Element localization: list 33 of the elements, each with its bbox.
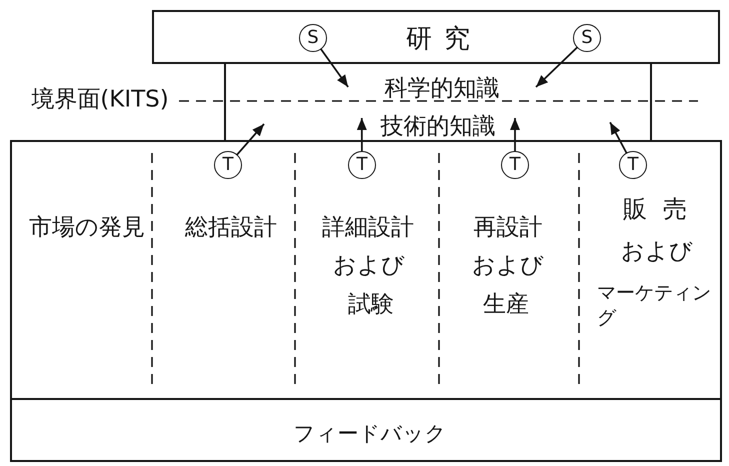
arrow [236,123,265,156]
letter-circle: T [348,151,376,179]
stage-label: 試験 [348,294,394,316]
process-box [152,10,720,64]
arrow [320,48,349,88]
process-box [10,398,722,462]
arrow [535,46,578,88]
node-label: フィードバック [294,424,446,444]
stage-label: 再設計 [474,216,542,240]
stage-label: 販売 [623,197,703,221]
stage-label: 総括設計 [185,216,277,240]
stage-label: および [333,254,405,278]
node-label: 研究 [406,26,482,52]
letter-circle: T [214,151,242,179]
arrow [510,118,520,152]
stage-label: および [621,240,693,264]
stage-label: マーケティング [597,281,712,331]
arrow [609,122,628,154]
stage-label: 詳細設計 [322,216,414,240]
letter-circle: T [501,151,529,179]
letter-circle: S [573,24,601,52]
arrow [356,118,367,152]
stage-label: および [472,254,544,278]
letter-circle: T [619,151,647,179]
node-label: 技術的知識 [380,116,496,138]
stage-panel [10,140,722,400]
node-label: 科学的知識 [384,78,500,100]
letter-circle: S [299,24,327,52]
stage-label: 市場の発見 [29,216,145,240]
boundary-label: 境界面(KITS) [31,88,169,112]
stage-label: 生産 [483,294,529,316]
knowledge-band [224,101,652,142]
knowledge-band [224,62,652,101]
